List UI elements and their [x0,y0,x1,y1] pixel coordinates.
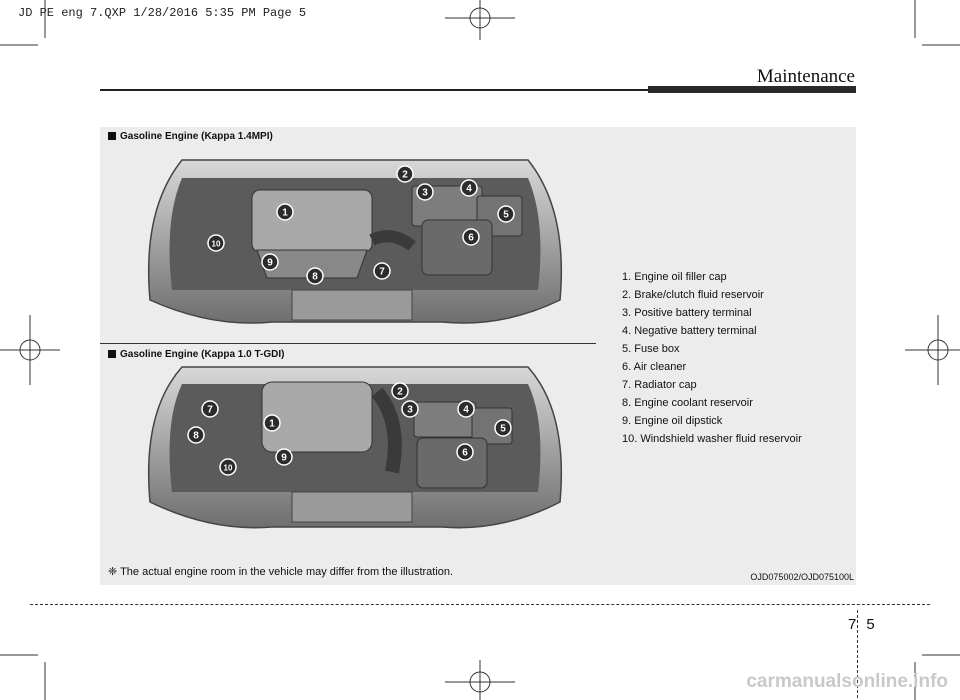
callout-7: 7 [201,400,219,418]
callout-5: 5 [497,205,515,223]
callout-4: 4 [457,400,475,418]
svg-text:10: 10 [224,464,233,473]
engine-illustration-kappa-14mpi: 1 2 3 4 5 6 7 8 9 10 [147,159,563,324]
section-title: Maintenance [756,66,855,87]
svg-text:1: 1 [282,208,288,219]
svg-text:5: 5 [500,424,506,435]
callout-6: 6 [462,228,480,246]
svg-text:4: 4 [463,405,469,416]
square-bullet-icon [108,350,116,358]
component-legend: 1. Engine oil filler cap 2. Brake/clutch… [622,268,802,448]
engine-heading-kappa-10tgdi: Gasoline Engine (Kappa 1.0 T-GDI) [108,349,284,360]
callout-4: 4 [460,179,478,197]
header-rule [100,89,648,91]
legend-item: 5. Fuse box [622,343,680,355]
callout-3: 3 [401,400,419,418]
legend-item: 10. Windshield washer fluid reservoir [622,433,802,445]
callout-3: 3 [416,183,434,201]
page-divider [857,610,858,698]
svg-text:5: 5 [503,210,509,221]
callout-8: 8 [306,267,324,285]
callout-8: 8 [187,426,205,444]
callout-6: 6 [456,443,474,461]
callout-7: 7 [373,262,391,280]
svg-text:3: 3 [407,405,413,416]
callout-10: 10 [219,458,237,476]
callout-10: 10 [207,234,225,252]
svg-text:3: 3 [422,188,428,199]
svg-text:9: 9 [267,258,273,269]
footnote: ❈ The actual engine room in the vehicle … [108,566,454,578]
callout-1: 1 [276,203,294,221]
figure-code: OJD075002/OJD075100L [750,572,854,582]
callout-1: 1 [263,414,281,432]
legend-item: 4. Negative battery terminal [622,325,757,337]
footer-rule [30,604,930,605]
svg-text:8: 8 [312,272,318,283]
svg-text:2: 2 [397,387,403,398]
page-number-value: 5 [866,616,875,633]
callout-9: 9 [275,448,293,466]
header-bar [648,86,856,93]
legend-item: 3. Positive battery terminal [622,307,752,319]
svg-text:6: 6 [468,233,474,244]
figure-divider [100,343,596,344]
engine-heading-text: Gasoline Engine (Kappa 1.0 T-GDI) [120,349,285,360]
callout-2: 2 [391,382,409,400]
svg-text:6: 6 [462,448,468,459]
svg-text:8: 8 [193,431,199,442]
legend-item: 8. Engine coolant reservoir [622,397,753,409]
chapter-number: 7 [848,616,857,633]
print-slug: JD PE eng 7.QXP 1/28/2016 5:35 PM Page 5 [18,6,307,20]
legend-item: 9. Engine oil dipstick [622,415,723,427]
svg-text:4: 4 [466,184,472,195]
svg-text:2: 2 [402,170,408,181]
engine-heading-text: Gasoline Engine (Kappa 1.4MPI) [120,131,273,142]
svg-text:1: 1 [269,419,275,430]
legend-item: 2. Brake/clutch fluid reservoir [622,289,764,301]
svg-text:7: 7 [207,405,213,416]
legend-item: 6. Air cleaner [622,361,687,373]
callout-2: 2 [396,165,414,183]
legend-item: 7. Radiator cap [622,379,697,391]
callout-5: 5 [494,419,512,437]
svg-text:9: 9 [281,453,287,464]
callout-9: 9 [261,253,279,271]
legend-item: 1. Engine oil filler cap [622,271,727,283]
engine-heading-kappa-14mpi: Gasoline Engine (Kappa 1.4MPI) [108,131,273,142]
watermark: carmanualsonline.info [746,671,948,692]
svg-text:7: 7 [379,267,385,278]
square-bullet-icon [108,132,116,140]
svg-text:10: 10 [212,240,221,249]
